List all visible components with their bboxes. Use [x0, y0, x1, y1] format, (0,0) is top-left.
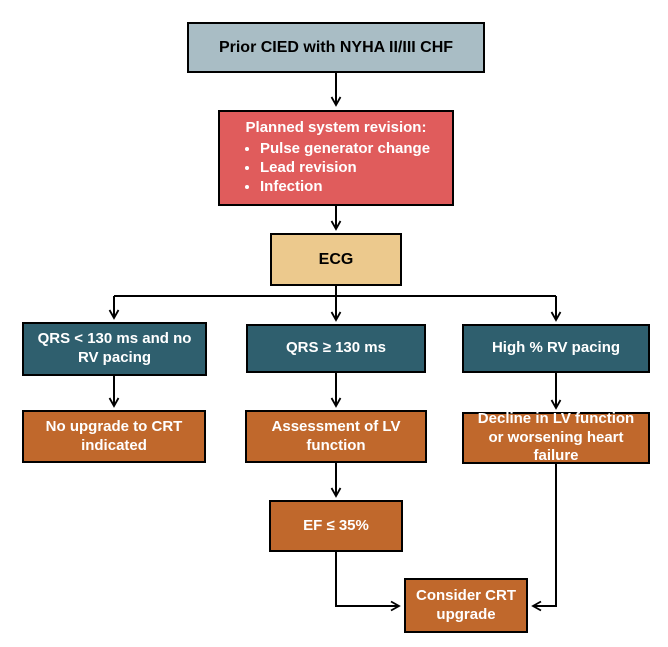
bullet-lead-revision: Lead revision	[260, 158, 444, 177]
planned-revision-title: Planned system revision:	[245, 119, 427, 136]
node-ecg: ECG	[270, 233, 402, 286]
node-qrs-wide: QRS ≥ 130 ms	[246, 324, 426, 373]
bullet-pulse-generator-change: Pulse generator change	[260, 139, 444, 158]
node-ef: EF ≤ 35%	[269, 500, 403, 552]
node-consider-upgrade: Consider CRT upgrade	[404, 578, 528, 633]
node-lv-assessment: Assessment of LV function	[245, 410, 427, 463]
bullet-infection: Infection	[260, 177, 444, 196]
node-rv-pacing: High % RV pacing	[462, 324, 650, 373]
planned-revision-bullets: Pulse generator change Lead revision Inf…	[228, 139, 444, 196]
node-lv-decline: Decline in LV function or worsening hear…	[462, 410, 650, 464]
node-no-upgrade: No upgrade to CRT indicated	[22, 410, 206, 463]
node-qrs-narrow: QRS < 130 ms and no RV pacing	[22, 322, 207, 376]
node-planned-revision: Planned system revision: Pulse generator…	[218, 110, 454, 206]
node-prior-cied: Prior CIED with NYHA II/III CHF	[187, 22, 485, 73]
